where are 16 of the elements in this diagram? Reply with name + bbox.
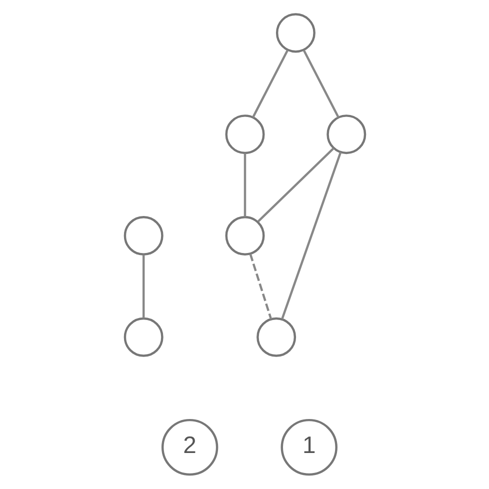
node-circle: [123, 216, 163, 256]
node-circle: [326, 114, 366, 154]
node-circle: 2: [160, 418, 218, 476]
node-circle: [224, 216, 264, 256]
connector: [256, 147, 334, 222]
node-circle: [256, 317, 296, 357]
node-circle: [275, 13, 315, 53]
connector: [142, 254, 144, 318]
connector: [248, 254, 272, 320]
connector: [251, 50, 288, 118]
connector: [280, 152, 342, 320]
node-circle: [224, 114, 264, 154]
node-circle: [123, 317, 163, 357]
node-circle: 1: [280, 418, 337, 476]
connector: [302, 50, 339, 118]
connector: [243, 153, 246, 217]
